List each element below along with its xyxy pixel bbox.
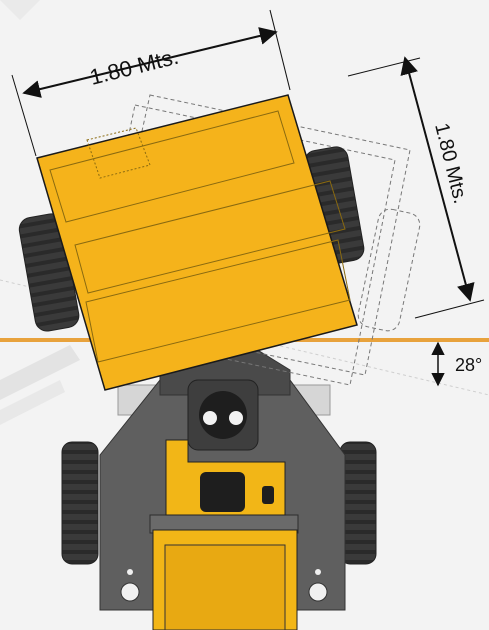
angle-dimension: 28° — [431, 341, 482, 387]
dump-body — [36, 94, 358, 391]
rear-left-tire — [61, 441, 99, 565]
angle-label: 28° — [455, 355, 482, 375]
width-label: 1.80 Mts. — [87, 44, 181, 90]
length-dimension: 1.80 Mts. — [347, 56, 485, 319]
background-stripes — [0, 0, 80, 425]
control-panel — [152, 439, 298, 630]
operator-station — [187, 379, 259, 451]
length-label: 1.80 Mts. — [430, 121, 471, 206]
